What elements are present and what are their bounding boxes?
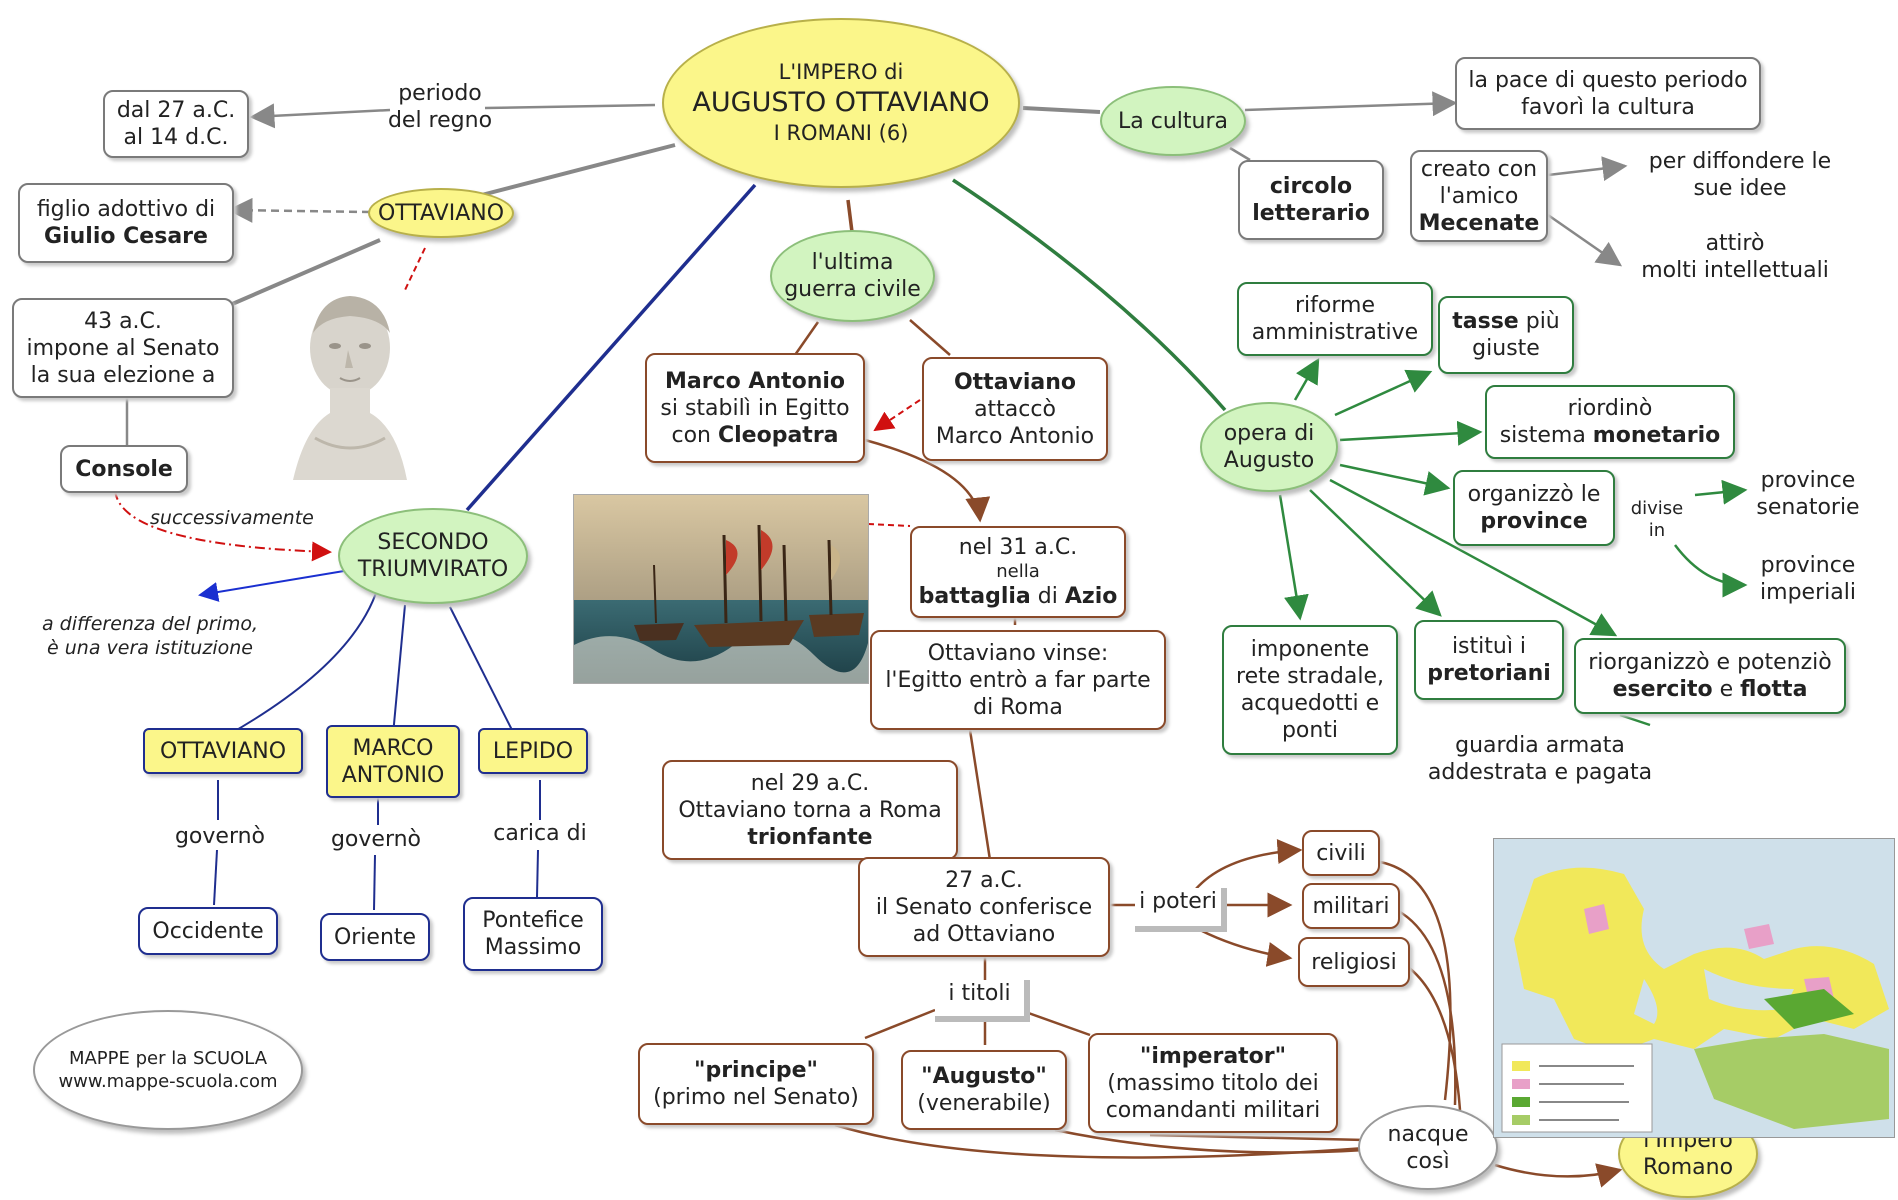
triumvirato-note: a differenza del primo, è una vera istit… [41,613,258,659]
riordino-monetario-box: riordinò sistema monetario [1485,385,1735,459]
titoli-label: i titoli [935,980,1030,1022]
roman-empire-map [1493,838,1895,1138]
divise-in-label: divise in [1630,498,1684,541]
secondo-triumvirato-bubble: SECONDO TRIUMVIRATO [338,508,528,604]
periodo-label: periodo del regno [387,81,493,133]
result-occidente: Occidente [138,907,278,955]
titolo-augusto: "Augusto" (venerabile) [901,1050,1067,1130]
creato-con-mecenate-box: creato con l'amico Mecenate [1410,150,1548,242]
senato-conferisce-box: 27 a.C. il Senato conferisce ad Ottavian… [858,857,1110,957]
ottaviano-bubble: OTTAVIANO [368,188,514,238]
esercito-flotta-box: riorganizzò e potenziò esercito e flotta [1574,638,1846,714]
titolo-principe: "principe" (primo nel Senato) [638,1043,874,1125]
center-title-line1: L'IMPERO di [778,60,904,84]
pretoriani-box: istituì i pretoriani [1414,620,1564,700]
member-lepido: LEPIDO [478,728,588,774]
figlio-adottivo-box: figlio adottivo di Giulio Cesare [18,183,234,263]
console-box: Console [60,445,188,493]
potere-militari: militari [1302,883,1400,929]
potere-religiosi: religiosi [1298,937,1410,987]
circolo-letterario-box: circolo letterario [1238,160,1384,240]
ultima-guerra-civile-bubble: l'ultima guerra civile [770,230,935,322]
center-title-line2: AUGUSTO OTTAVIANO [692,87,990,118]
torna-a-roma-box: nel 29 a.C. Ottaviano torna a Roma trion… [662,760,958,860]
potere-civili: civili [1302,830,1380,876]
member-ottaviano: OTTAVIANO [143,728,303,774]
center-title-line3: I ROMANI (6) [773,121,909,145]
regno-dates-box: dal 27 a.C. al 14 d.C. [103,90,249,158]
marco-antonio-egitto-box: Marco Antonio si stabilì in Egitto con C… [645,353,865,463]
poteri-label: i poteri [1135,888,1227,932]
battaglia-azio-box: nel 31 a.C. nella battaglia di Azio [910,526,1126,618]
riforme-amministrative-box: riforme amministrative [1237,282,1433,356]
credits-badge[interactable]: MAPPE per la SCUOLA www.mappe-scuola.com [33,1010,303,1130]
province-senatorie-label: province senatorie [1756,468,1860,520]
nacque-cosi-bubble: nacque così [1358,1105,1498,1190]
member-marco-antonio: MARCO ANTONIO [326,725,460,798]
guardia-armata-label: guardia armata addestrata e pagata [1427,733,1653,785]
verb-marco-antonio: governò [330,827,422,852]
diffondere-idee-label: per diffondere le sue idee [1648,149,1832,201]
province-imperiali-label: province imperiali [1760,553,1856,605]
augustus-bust-image [285,288,415,483]
elezione-43-box: 43 a.C. impone al Senato la sua elezione… [12,298,234,398]
battle-of-actium-painting [573,494,869,684]
result-oriente: Oriente [320,913,430,961]
attiro-intellettuali-label: attirò molti intellettuali [1641,231,1829,283]
center-topic: L'IMPERO di AUGUSTO OTTAVIANO I ROMANI (… [662,18,1020,188]
pace-favori-cultura-box: la pace di questo periodo favorì la cult… [1455,57,1761,130]
result-pontefice-massimo: Pontefice Massimo [463,897,603,971]
organizzo-province-box: organizzò le province [1453,470,1615,546]
la-cultura-bubble: La cultura [1100,86,1246,156]
opera-di-augusto-bubble: opera di Augusto [1200,402,1338,492]
titolo-imperator: "imperator" (massimo titolo dei comandan… [1088,1033,1338,1133]
ottaviano-vinse-box: Ottaviano vinse: l'Egitto entrò a far pa… [870,630,1166,730]
successivamente-label: successivamente [150,507,314,529]
ottaviano-attacco-box: Ottaviano attaccò Marco Antonio [922,357,1108,461]
rete-stradale-box: imponente rete stradale, acquedotti e po… [1222,625,1398,755]
verb-ottaviano: governò [174,824,266,849]
verb-lepido: carica di [493,821,587,846]
tasse-piu-giuste-box: tasse più giuste [1438,296,1574,374]
